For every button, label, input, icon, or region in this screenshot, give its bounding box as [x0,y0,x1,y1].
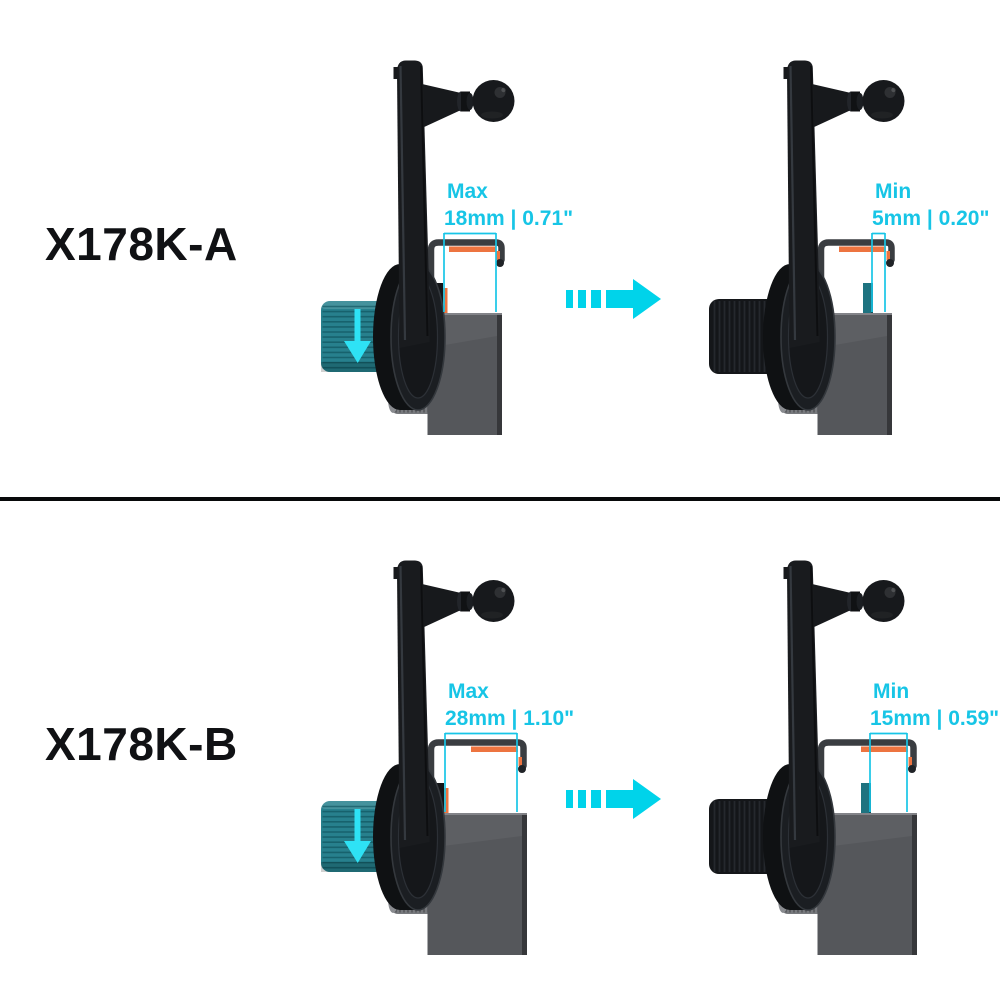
hook-tip [518,765,526,773]
vent-clip-a-min-illustration: Min 5mm | 0.20" [709,60,989,435]
adjust-direction-arrow-icon [566,279,661,319]
rubber-pad-top [471,746,518,752]
measure-label: Max [447,180,488,203]
rubber-pad-side [518,757,522,766]
gap-measurement-lines [871,232,886,312]
adjust-direction-arrow-icon [566,779,661,819]
vent-clip-b-max-illustration: Max 28mm | 1.10" [321,560,574,955]
ball-head [472,80,515,122]
ball-head [862,80,905,122]
rubber-pad-jaw [444,788,449,814]
section-divider [0,497,1000,501]
clamp-hook [427,739,527,816]
hook-tip [496,259,504,267]
hook-tip [908,765,916,773]
rubber-pad-top [861,746,908,752]
arrow-shape [566,279,661,319]
measure-value: 15mm | 0.59" [870,707,999,730]
model-name-b: X178K-B [45,718,238,770]
measure-label: Min [875,180,911,203]
pivot-cone [812,584,864,628]
model-name-a: X178K-A [45,218,238,270]
ball-head [472,580,515,622]
measure-label: Max [448,680,489,703]
rubber-pad-jaw [443,288,448,314]
clamp-hook [427,239,505,316]
push-down-arrow-icon [344,809,371,863]
mount-arm [783,560,820,848]
pivot-cone [812,84,864,128]
clamp-hook [817,239,895,316]
gap-measurement-lines [444,732,518,812]
arrow-shape [566,779,661,819]
push-down-arrow-icon [344,309,371,363]
ball-head [862,580,905,622]
mount-arm [393,60,430,348]
clamp-hook [817,739,917,816]
measure-value: 18mm | 0.71" [444,207,573,230]
measure-value: 5mm | 0.20" [872,207,989,230]
gap-measurement-lines [869,732,908,812]
gap-measurement-lines [443,232,497,312]
vent-clip-a-max-illustration: Max 18mm | 0.71" [321,60,573,435]
pivot-cone [422,84,474,128]
measure-value: 28mm | 1.10" [445,707,574,730]
vent-fin-slab [427,813,527,955]
pivot-cone [422,584,474,628]
rubber-pad-top [449,246,496,252]
rubber-pad-top [839,246,886,252]
rubber-pad-side [908,757,912,766]
mount-arm [393,560,430,848]
rubber-pad-side [496,251,500,260]
measure-label: Min [873,680,909,703]
rubber-pad-side [886,251,890,260]
hook-tip [886,259,894,267]
vent-clip-b-min-illustration: Min 15mm | 0.59" [709,560,999,955]
mount-arm [783,60,820,348]
